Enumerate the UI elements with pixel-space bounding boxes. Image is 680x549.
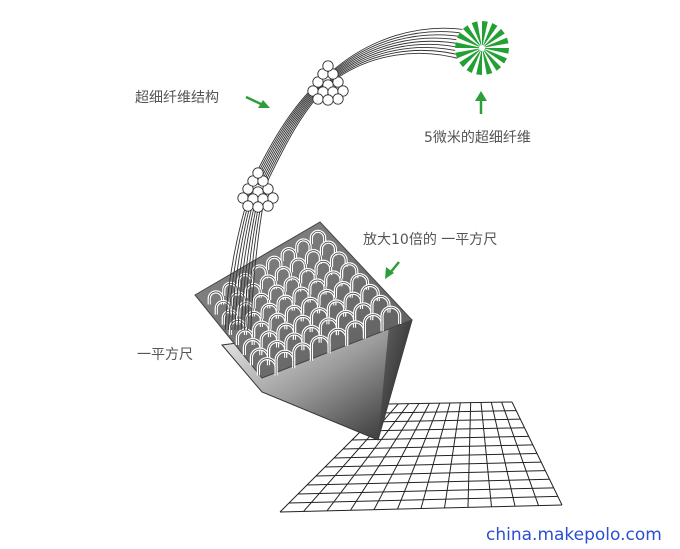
fiber-strand-upper <box>329 37 466 78</box>
lower-fiber-bundle <box>237 167 279 213</box>
label-five-micron-fiber: 5微米的超细纤维 <box>424 130 531 146</box>
grid-line <box>288 495 558 504</box>
fiber-loop-outline <box>371 296 390 313</box>
grid-line <box>511 401 563 506</box>
fiber-loop-outline <box>325 271 342 287</box>
fiber-loop-outline <box>223 282 238 296</box>
fiber-strand-upper <box>329 47 466 81</box>
fiber-circle <box>267 192 279 204</box>
fiber-loop-outline <box>291 258 306 273</box>
upper-fiber-bundle <box>307 60 349 106</box>
fiber-loop-outline <box>296 239 311 253</box>
fiber-loop-outline <box>321 241 336 256</box>
starburst-ray <box>462 25 482 48</box>
fiber-strand-upper <box>329 40 466 79</box>
starburst-center <box>479 45 485 51</box>
grid-line <box>279 504 563 513</box>
fiber-circle <box>252 201 264 213</box>
fiber-loop-outline <box>331 252 347 267</box>
fiber-circle <box>337 85 349 97</box>
fiber-strand-upper <box>329 27 466 74</box>
fiber-circle <box>322 94 334 106</box>
starburst-ray <box>457 32 482 48</box>
fiber-loops <box>207 229 402 376</box>
fiber-circle <box>252 167 264 179</box>
starburst-ray <box>476 48 482 75</box>
block-side-face <box>378 315 412 440</box>
fiber-strand-upper <box>329 44 466 80</box>
arrow-up-to-fiber-icon <box>475 91 487 114</box>
fiber-strand-upper <box>329 31 466 75</box>
fiber-loop-outline <box>267 256 282 270</box>
fiber-loop-outline <box>222 310 239 325</box>
starburst-ray <box>482 48 509 54</box>
fiber-loop-outline <box>208 291 223 305</box>
fiber-loop-outline <box>293 287 310 303</box>
fiber-loop-outline <box>261 304 278 319</box>
starburst-ray <box>482 28 505 48</box>
square-grid <box>279 401 563 513</box>
label-superfine-structure: 超细纤维结构 <box>135 90 219 106</box>
fiber-loop-outline <box>361 285 379 302</box>
fiber-circle <box>312 76 324 88</box>
fiber-circle <box>242 183 254 195</box>
fiber-loop-outline <box>306 250 321 264</box>
starburst-ray <box>471 21 482 48</box>
fiber-loop-outline <box>309 279 326 295</box>
label-magnified-square-foot: 放大10倍的 一平方尺 <box>363 232 498 248</box>
fiber-loop-outline <box>230 292 246 307</box>
magnified-block <box>194 221 413 441</box>
fiber-circle <box>332 93 344 105</box>
fiber-circle <box>322 60 334 72</box>
fiber-loop-outline <box>311 230 326 244</box>
fiber-loop-outline <box>269 285 285 300</box>
watermark: china.makepolo.com <box>486 525 662 545</box>
fiber-circle <box>242 200 254 212</box>
fiber-circle <box>312 93 324 105</box>
grid-line <box>306 478 550 486</box>
fiber-loop-outline <box>351 274 368 290</box>
starburst-ray <box>482 48 502 71</box>
starburst-ray <box>482 48 507 64</box>
fiber-loop-outline <box>253 294 270 309</box>
fiber-loop-outline <box>341 263 358 279</box>
grid-line <box>501 401 539 506</box>
green-fiber-cross-section-icon <box>455 21 509 75</box>
fiber-loop-outline <box>300 269 316 284</box>
fiber-loop-outline <box>281 248 296 262</box>
grid-line <box>490 402 516 507</box>
fiber-circle <box>262 183 274 195</box>
starburst-ray <box>482 37 509 48</box>
starburst-ray <box>482 48 493 75</box>
starburst-ray <box>482 23 498 48</box>
fiber-loop-outline <box>315 260 331 276</box>
fiber-loop-outline <box>245 312 262 327</box>
fiber-loop-outline <box>260 275 276 290</box>
fiber-loop-outline <box>381 306 401 325</box>
fiber-circle <box>262 200 274 212</box>
fiber-circle <box>257 175 269 187</box>
fiber-loop-outline <box>284 277 301 292</box>
starburst-ray <box>455 42 482 48</box>
fiber-loop-outline <box>252 265 267 279</box>
fiber-strand-upper <box>329 34 466 76</box>
fiber-loop-outline <box>277 295 294 311</box>
fiber-strand-upper <box>329 49 466 83</box>
fiber-circle <box>332 76 344 88</box>
grid-line <box>297 487 554 495</box>
fiber-loop-outline <box>229 320 246 335</box>
starburst-ray <box>455 48 482 59</box>
starburst-ray <box>459 48 482 68</box>
starburst-ray <box>466 48 482 73</box>
fiber-loop-outline <box>276 267 291 281</box>
arrow-to-block-icon <box>385 261 400 279</box>
starburst-ray <box>482 21 488 48</box>
label-one-square-foot: 一平方尺 <box>137 347 193 363</box>
fiber-strand-upper <box>329 52 466 84</box>
fiber-circle <box>327 68 339 80</box>
arrow-to-structure-icon <box>245 95 270 108</box>
